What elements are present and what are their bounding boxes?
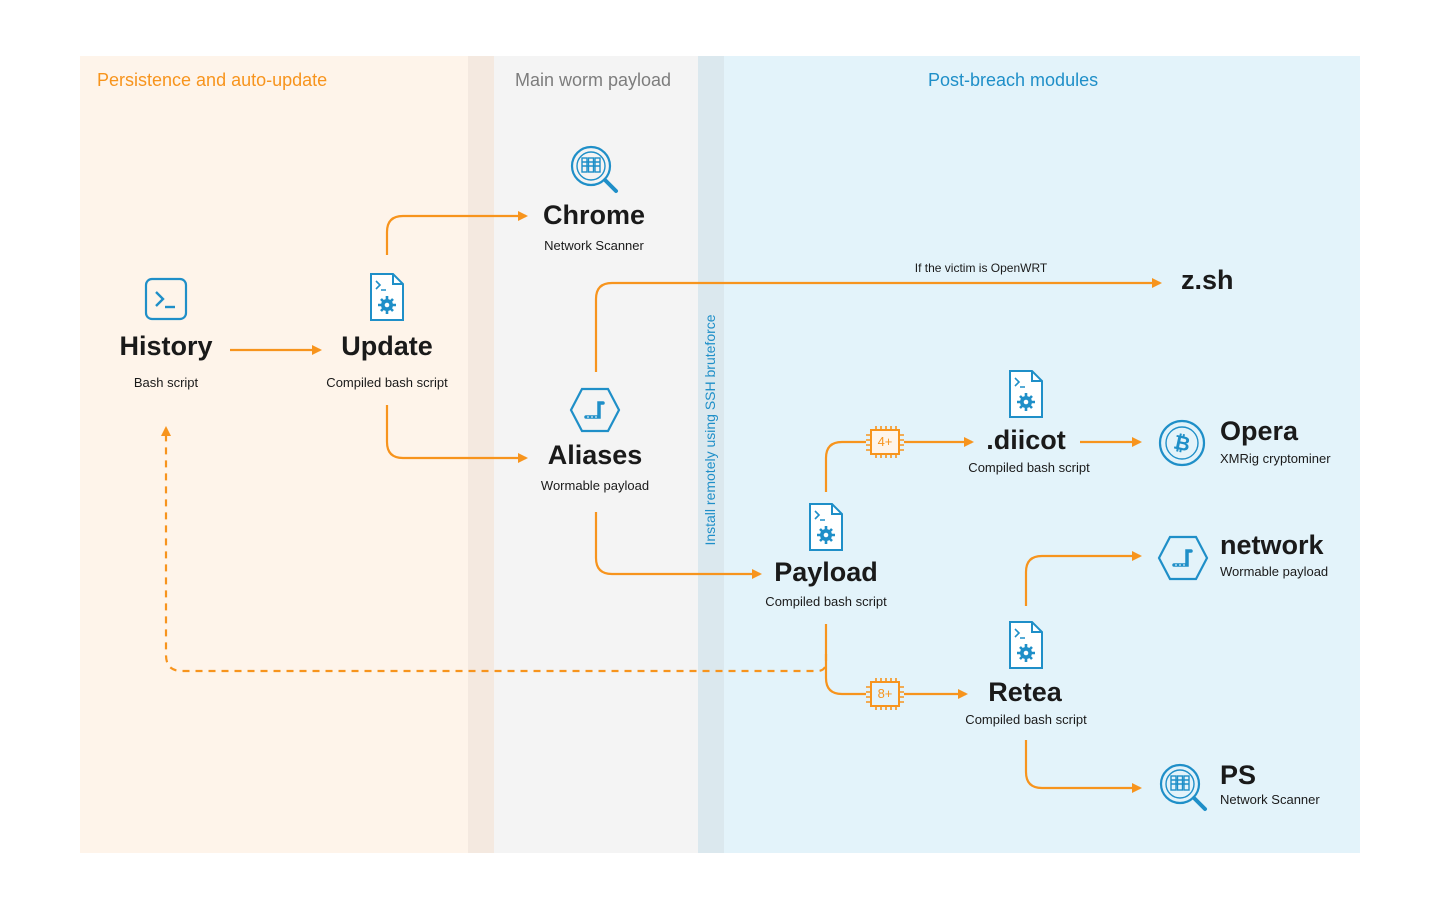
node-network-title: network	[1220, 530, 1324, 560]
arrow-retea-network	[1024, 551, 1142, 606]
network-scanner-icon	[1159, 763, 1207, 811]
arrow-aliases-payload	[594, 512, 762, 579]
svg-text:₿: ₿	[1172, 430, 1193, 457]
arrow-update-aliases	[385, 405, 528, 463]
arrow-payload-cpu4	[824, 440, 866, 492]
worm-icon	[569, 387, 621, 433]
node-diicot-title: .diicot	[986, 425, 1066, 455]
cpu-chip-4-label: 4+	[877, 434, 893, 449]
node-aliases-sub: Wormable payload	[540, 478, 650, 493]
network-scanner-icon	[570, 145, 618, 193]
node-chrome-sub: Network Scanner	[544, 238, 644, 253]
bitcoin-icon: ₿	[1158, 419, 1206, 467]
panel-separator	[468, 56, 494, 853]
terminal-icon	[144, 277, 188, 321]
cpu-chip-8-label: 8+	[877, 686, 893, 701]
arrow-update-chrome	[385, 211, 528, 255]
cpu-chip-4: 4+	[866, 426, 904, 458]
arrow-payload-cpu8	[824, 624, 866, 696]
worm-icon	[1157, 535, 1209, 581]
node-history-sub: Bash script	[133, 375, 199, 390]
script-file-icon	[809, 503, 843, 551]
node-ps-sub: Network Scanner	[1220, 792, 1320, 807]
node-update-title: Update	[341, 331, 433, 361]
node-network-sub: Wormable payload	[1220, 564, 1329, 579]
node-retea-title: Retea	[988, 677, 1062, 707]
node-chrome-title: Chrome	[542, 200, 646, 230]
section-title-post-breach: Post-breach modules	[928, 70, 1099, 90]
node-retea-sub: Compiled bash script	[965, 712, 1087, 727]
node-zsh-title: z.sh	[1181, 265, 1234, 295]
node-diicot-sub: Compiled bash script	[968, 460, 1090, 475]
persistence-panel	[80, 56, 468, 853]
script-file-icon	[1009, 621, 1043, 669]
node-history-title: History	[119, 331, 213, 361]
post-breach-panel	[724, 56, 1360, 853]
node-opera-sub: XMRig cryptominer	[1220, 451, 1331, 466]
main-panel	[494, 56, 698, 853]
edge-label-openwrt: If the victim is OpenWRT	[914, 261, 1048, 275]
section-title-persistence: Persistence and auto-update	[97, 70, 328, 90]
arrow-payload-history-dashed	[161, 426, 828, 673]
arrow-retea-ps	[1024, 740, 1142, 793]
section-title-main: Main worm payload	[515, 70, 672, 90]
node-payload-sub: Compiled bash script	[765, 594, 887, 609]
arrow-aliases-zsh	[594, 278, 1162, 372]
script-file-icon	[1009, 370, 1043, 418]
script-file-icon	[370, 273, 404, 321]
node-ps-title: PS	[1220, 760, 1257, 790]
node-payload-title: Payload	[774, 557, 878, 587]
cpu-chip-8: 8+	[866, 678, 904, 710]
node-aliases-title: Aliases	[547, 440, 643, 470]
node-update-sub: Compiled bash script	[326, 375, 448, 390]
ssh-divider	[698, 56, 724, 853]
node-opera-title: Opera	[1220, 416, 1299, 446]
